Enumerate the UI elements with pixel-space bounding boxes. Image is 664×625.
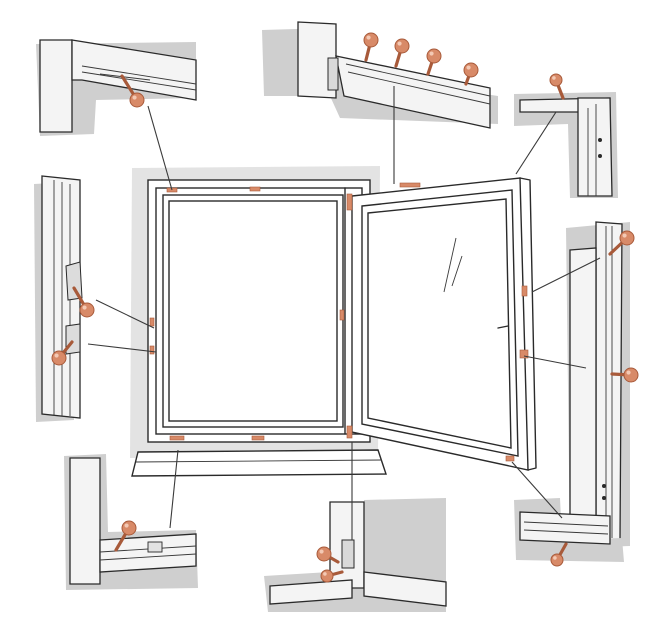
leader-line <box>511 461 563 519</box>
hinge-block <box>327 57 339 91</box>
fitting-knob <box>320 569 334 583</box>
fitting-knob <box>426 48 442 64</box>
leader-line <box>515 111 557 175</box>
sash-profile-vertical <box>569 247 597 523</box>
fitting-knob-highlight <box>82 305 87 310</box>
fitting-knob <box>51 350 67 366</box>
screw-mark <box>598 154 602 158</box>
fitting-knob-highlight <box>552 76 556 80</box>
espagnolette-keep <box>65 261 83 301</box>
fitting-knob-highlight <box>319 549 324 554</box>
detail-top-hinge-rail <box>262 21 498 129</box>
fitting-knob-highlight <box>54 353 59 358</box>
fitting-knob <box>121 520 137 536</box>
fitting-knob <box>619 230 635 246</box>
frame-profile-vertical <box>69 457 101 585</box>
profile-grooves <box>345 63 491 105</box>
frame-fitting-marks <box>149 182 529 462</box>
fixed-glass-pane <box>168 200 338 422</box>
detail-top-left-corner <box>36 39 197 136</box>
detail-bottom-right-corner <box>514 498 624 562</box>
fitting-knob <box>549 73 563 87</box>
fitting-knob <box>316 546 332 562</box>
leader-lines <box>87 86 601 540</box>
fitting-knob-highlight <box>132 95 137 100</box>
glass-reflection <box>451 255 463 287</box>
screw-mark <box>602 484 606 488</box>
detail-left-vertical <box>34 175 83 422</box>
fitting-knob-highlight <box>466 65 471 70</box>
fitting-rail <box>99 73 151 81</box>
fitting-knob-highlight <box>397 41 402 46</box>
leader-line <box>523 355 587 369</box>
frame-profile-vertical <box>297 21 337 99</box>
frame-profile-horizontal <box>99 533 197 573</box>
frame-profile-horizontal <box>335 55 491 129</box>
window-sill <box>131 449 387 477</box>
espagnolette-keep <box>65 323 81 355</box>
open-sash-edge <box>519 177 537 471</box>
fitting-knob-highlight <box>622 233 627 238</box>
profile-grooves <box>587 104 597 196</box>
hinge-block <box>341 539 355 569</box>
fitting-knob-highlight <box>366 35 371 40</box>
leader-line <box>531 257 601 293</box>
detail-right-vertical <box>566 221 630 548</box>
fitting-knob-highlight <box>626 370 631 375</box>
frame-profile-vertical <box>577 97 613 197</box>
open-glass-pane <box>367 198 512 449</box>
frame-profile-vertical <box>39 39 73 133</box>
fitting-knob <box>129 92 145 108</box>
leader-line <box>169 449 179 529</box>
fitting-knob <box>79 302 95 318</box>
fitting-knob <box>550 553 564 567</box>
fitting-plate <box>147 541 163 553</box>
detail-top-right-corner <box>514 92 618 198</box>
detail-bottom-hinge <box>264 498 447 612</box>
profile-grooves <box>523 521 609 535</box>
profile-grooves <box>81 65 197 91</box>
fitting-knob-highlight <box>553 556 557 560</box>
leader-line <box>87 343 157 353</box>
screw-mark <box>598 138 602 142</box>
fitting-knob <box>363 32 379 48</box>
detail-bottom-left-corner <box>64 454 198 590</box>
frame-profile-horizontal <box>519 511 611 545</box>
glass-reflection <box>443 237 457 293</box>
sash-handle <box>497 325 509 329</box>
leader-line <box>147 105 173 191</box>
fitting-knob <box>463 62 479 78</box>
fitting-knob-highlight <box>323 572 327 576</box>
frame-profile-horizontal <box>363 571 447 607</box>
fitting-knobs <box>51 32 639 583</box>
fitting-knob <box>394 38 410 54</box>
frame-profile-vertical <box>595 221 623 541</box>
central-window <box>130 166 537 477</box>
fitting-knob-highlight <box>124 523 129 528</box>
frame-profile-vertical <box>41 175 81 419</box>
fitting-knob <box>623 367 639 383</box>
fitting-knob-highlight <box>429 51 434 56</box>
screw-mark <box>602 496 606 500</box>
leader-line <box>95 299 155 329</box>
